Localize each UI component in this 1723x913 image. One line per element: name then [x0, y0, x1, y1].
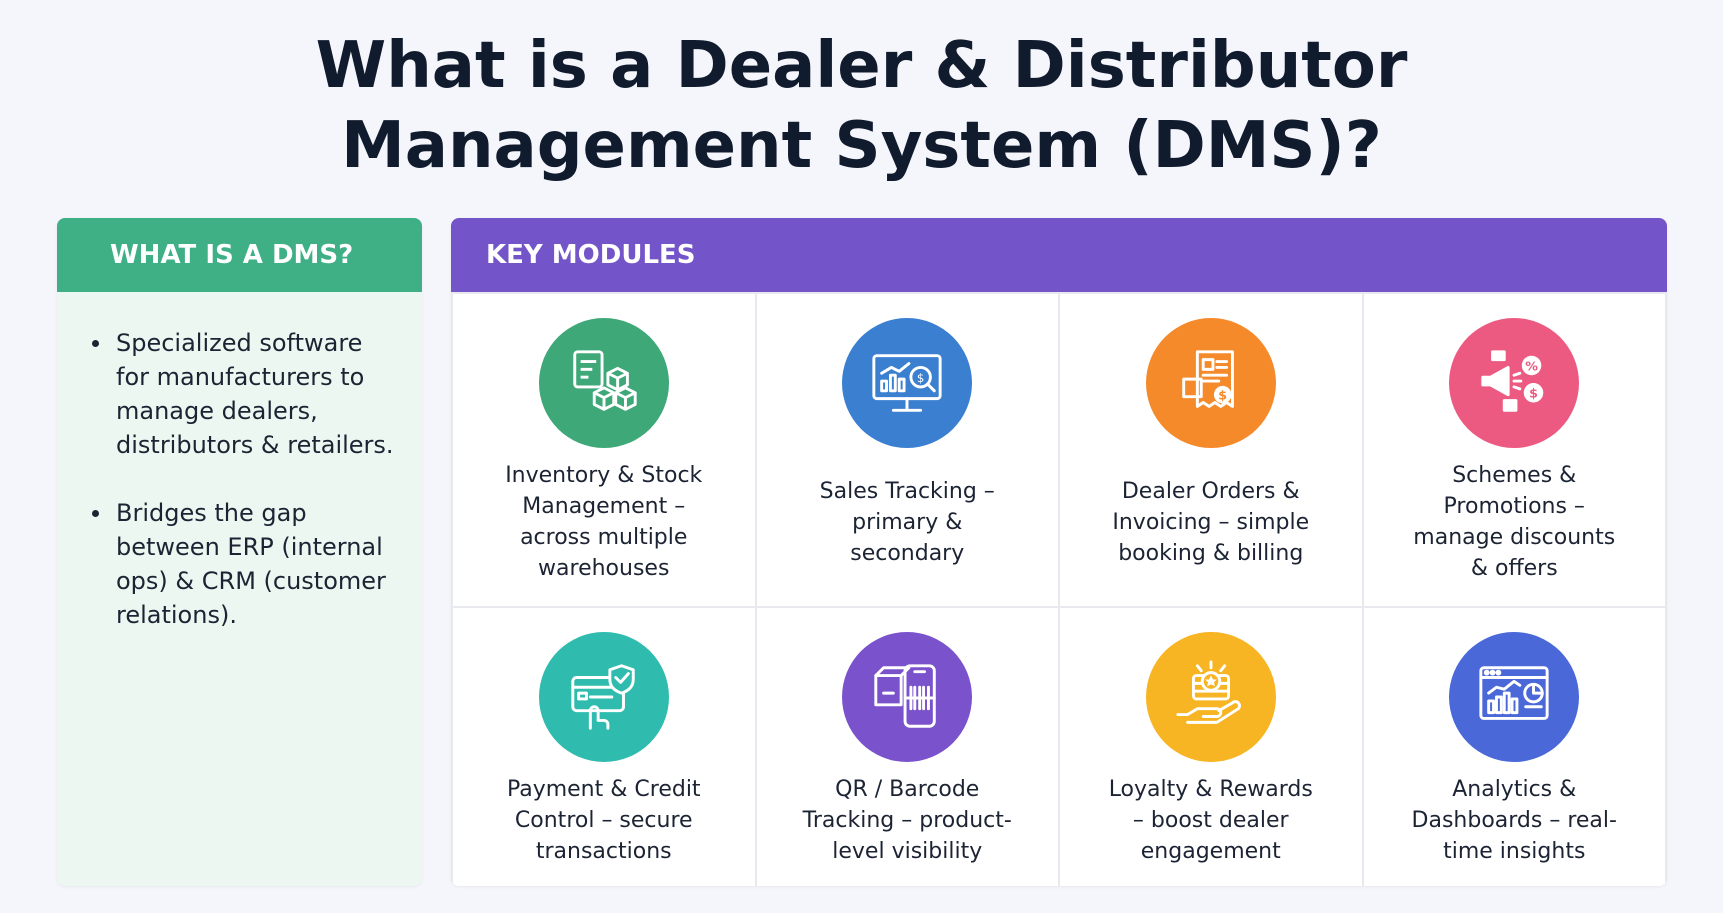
module-card-payment-credit: Payment & Credit Control – secure transa…	[453, 608, 755, 886]
module-card-analytics: Analytics & Dashboards – real-time insig…	[1363, 608, 1665, 886]
list-item: Specialized software for manufacturers t…	[90, 326, 402, 462]
module-label: Schemes & Promotions – manage discounts …	[1413, 463, 1616, 581]
sales-monitor-icon: $	[842, 318, 973, 448]
list-item: Bridges the gap between ERP (internal op…	[90, 496, 402, 632]
module-label: Loyalty & Rewards – boost dealer engagem…	[1108, 777, 1313, 864]
page-title-line2: Management System (DMS)?	[341, 109, 1382, 183]
module-label: Inventory & Stock Management – across mu…	[505, 463, 703, 581]
key-modules-panel: KEY MODULES Inventory & Stock Management…	[451, 218, 1667, 886]
modules-grid: Inventory & Stock Management – across mu…	[451, 292, 1667, 886]
svg-text:%: %	[1525, 358, 1538, 373]
inventory-boxes-icon	[538, 318, 669, 448]
module-card-dealer-orders: $ Dealer Orders & Invoicing – simple boo…	[1060, 294, 1362, 606]
what-is-dms-list: Specialized software for manufacturers t…	[57, 292, 422, 632]
module-card-loyalty-rewards: Loyalty & Rewards – boost dealer engagem…	[1060, 608, 1362, 886]
megaphone-discount-icon: % $	[1449, 318, 1580, 448]
module-label: Dealer Orders & Invoicing – simple booki…	[1112, 478, 1310, 566]
what-is-dms-heading: WHAT IS A DMS?	[57, 218, 422, 292]
module-card-inventory: Inventory & Stock Management – across mu…	[453, 294, 755, 606]
analytics-dashboard-icon	[1449, 632, 1580, 762]
module-label: Payment & Credit Control – secure transa…	[506, 777, 701, 864]
page-title: What is a Dealer & Distributor Managemen…	[0, 26, 1723, 186]
module-label: Sales Tracking – primary & secondary	[819, 478, 995, 566]
barcode-scan-icon	[842, 632, 973, 762]
credit-card-shield-icon	[538, 632, 669, 762]
module-card-sales-tracking: $ Sales Tracking – primary & secondary	[756, 294, 1058, 606]
reward-hand-icon	[1145, 632, 1276, 762]
invoice-icon: $	[1145, 318, 1276, 448]
module-label: QR / Barcode Tracking – product-level vi…	[802, 777, 1012, 864]
module-card-qr-barcode: QR / Barcode Tracking – product-level vi…	[756, 608, 1058, 886]
what-is-dms-panel: WHAT IS A DMS? Specialized software for …	[57, 218, 422, 886]
page-title-line1: What is a Dealer & Distributor	[315, 29, 1408, 103]
svg-text:$: $	[1529, 386, 1538, 401]
svg-text:$: $	[1218, 388, 1227, 403]
key-modules-heading: KEY MODULES	[451, 218, 1667, 292]
module-label: Analytics & Dashboards – real-time insig…	[1411, 777, 1617, 864]
module-card-schemes-promotions: % $ Schemes & Promotions – manage discou…	[1363, 294, 1665, 606]
svg-text:$: $	[917, 371, 924, 385]
